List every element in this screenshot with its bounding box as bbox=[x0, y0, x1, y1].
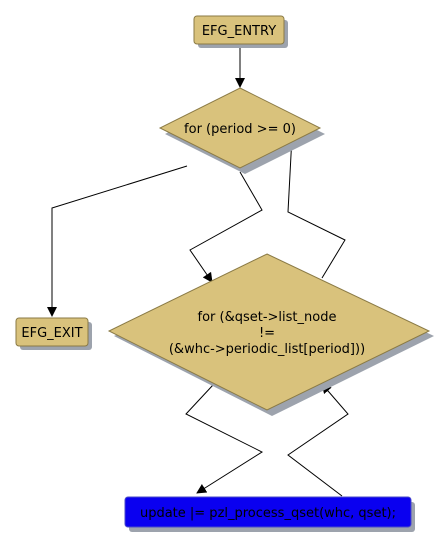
edge-outer-loop-to-inner-loop bbox=[189, 171, 263, 283]
inner-loop-node[interactable]: for (&qset->list_node != (&whc->periodic… bbox=[107, 253, 434, 416]
outer-loop-node-label: for (period >= 0) bbox=[184, 122, 296, 137]
exit-node-label: EFG_EXIT bbox=[21, 326, 82, 341]
action-node-box bbox=[124, 496, 412, 528]
edges bbox=[47, 47, 349, 497]
inner-loop-node-line1: for (&qset->list_node bbox=[198, 310, 337, 325]
edge-action-back-to-inner-loop bbox=[287, 383, 349, 497]
outer-loop-node-diamond bbox=[158, 87, 322, 169]
entry-node[interactable]: EFG_ENTRY bbox=[193, 15, 288, 48]
inner-loop-node-line2: != bbox=[259, 326, 275, 341]
inner-loop-node-diamond bbox=[107, 253, 431, 411]
exit-node-box bbox=[15, 317, 89, 347]
action-node-label: update |= pzl_process_qset(whc, qset); bbox=[140, 506, 396, 521]
outer-loop-node[interactable]: for (period >= 0) bbox=[158, 87, 325, 174]
entry-node-label: EFG_ENTRY bbox=[202, 24, 276, 39]
entry-node-box bbox=[193, 15, 285, 45]
edge-inner-loop-to-action bbox=[185, 384, 264, 494]
edge-inner-loop-back-to-outer-loop bbox=[286, 135, 346, 279]
edge-outer-loop-to-exit bbox=[47, 165, 188, 317]
exit-node[interactable]: EFG_EXIT bbox=[15, 317, 92, 350]
inner-loop-node-line3: (&whc->periodic_list[period])) bbox=[169, 342, 365, 357]
action-node[interactable]: update |= pzl_process_qset(whc, qset); bbox=[124, 496, 415, 532]
